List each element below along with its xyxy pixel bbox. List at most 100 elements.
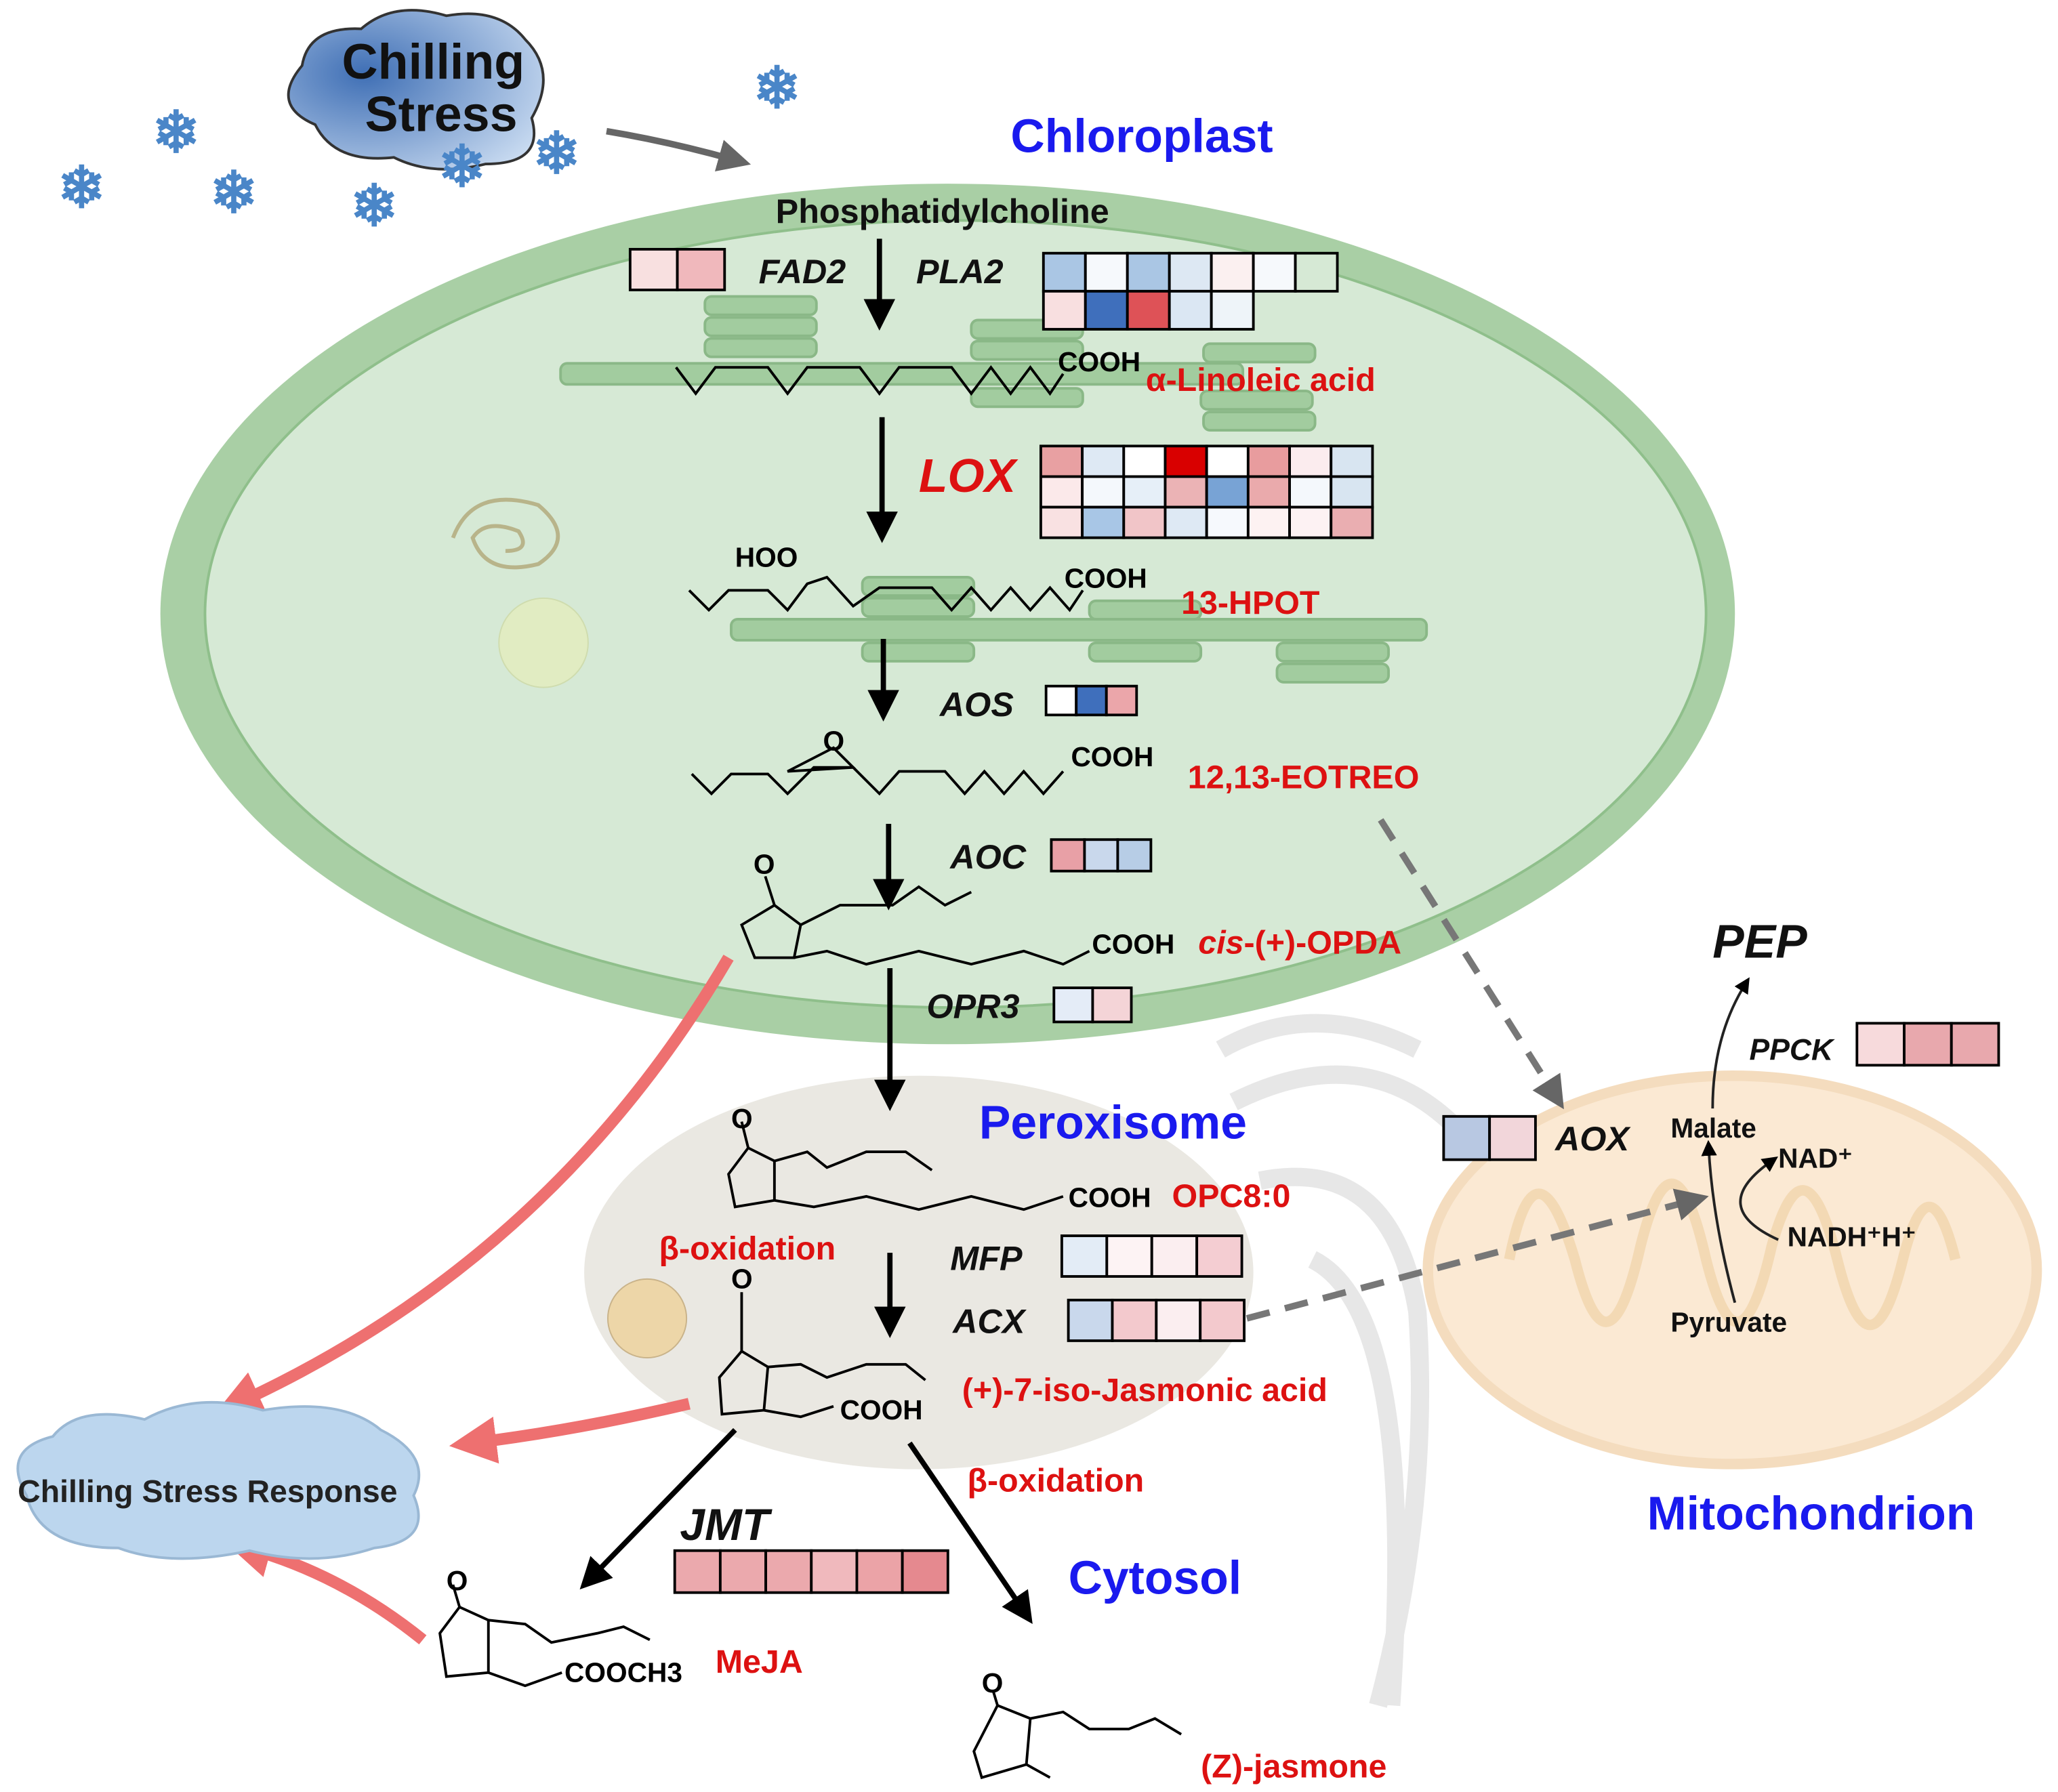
- opda-prefix: cis: [1198, 925, 1243, 961]
- phosphatidylcholine: Phosphatidylcholine: [776, 192, 1109, 230]
- heatmap-cell: [1288, 475, 1333, 509]
- gene-ppck: PPCK: [1750, 1034, 1836, 1067]
- heatmap-cell: [901, 1549, 949, 1594]
- heatmap-cell: [1042, 251, 1087, 293]
- expression-heatmaps: [628, 247, 2000, 1594]
- heatmap-cell: [1210, 251, 1255, 293]
- heatmap-cell: [1164, 475, 1208, 509]
- heatmap-cell: [1246, 444, 1291, 478]
- linoleic-cooh: COOH: [1058, 346, 1140, 377]
- heatmap-aoc: [1050, 838, 1153, 873]
- heatmap-cell: [1195, 1234, 1243, 1278]
- heatmap-cell: [1294, 251, 1339, 293]
- dashed-arrows: [1246, 818, 1709, 1322]
- chloroplast-label: Chloroplast: [1010, 110, 1273, 163]
- heatmap-cell: [1081, 505, 1126, 539]
- heatmap-cell: [1288, 505, 1333, 539]
- beta-oxidation-1: β-oxidation: [659, 1230, 836, 1267]
- chloroplast: [160, 184, 1735, 1045]
- heatmap-cell: [1126, 289, 1171, 331]
- gene-aos: AOS: [939, 685, 1014, 724]
- eotreo: 12,13-EOTREO: [1188, 759, 1420, 796]
- heatmap-ppck: [1855, 1022, 2000, 1067]
- heatmap-cell: [1122, 505, 1167, 539]
- pep: PEP: [1712, 915, 1807, 968]
- opda: cis-(+)-OPDA: [1198, 925, 1401, 961]
- gene-aox: AOX: [1554, 1119, 1631, 1158]
- eotreo-o: O: [823, 726, 844, 757]
- heatmap-cell: [1246, 505, 1291, 539]
- svg-text:❄: ❄: [753, 56, 801, 121]
- ja-o: O: [731, 1263, 753, 1294]
- heatmap-cell: [676, 247, 726, 291]
- svg-text:❄: ❄: [533, 122, 581, 186]
- heatmap-cell: [1168, 251, 1213, 293]
- heatmap-cell: [1164, 505, 1208, 539]
- stress-arrow: [606, 127, 752, 172]
- heatmap-cell: [1126, 251, 1171, 293]
- beta-oxidation-2: β-oxidation: [967, 1463, 1144, 1499]
- eotreo-cooh: COOH: [1071, 741, 1153, 772]
- heatmap-cell: [1442, 1114, 1491, 1161]
- gene-pla2: PLA2: [916, 252, 1004, 291]
- nad: NAD⁺: [1778, 1142, 1853, 1173]
- z-jasmone: (Z)-jasmone: [1201, 1749, 1386, 1785]
- heatmap-cell: [1164, 444, 1208, 478]
- heatmap-cell: [1155, 1298, 1202, 1342]
- chemical-structures: [438, 364, 1182, 1780]
- heatmap-cell: [1039, 475, 1084, 509]
- heatmap-cell: [1252, 251, 1297, 293]
- snowflake-icons: ❄❄❄❄❄❄❄: [58, 56, 802, 238]
- heatmap-cell: [1288, 444, 1333, 478]
- opc-o: O: [731, 1103, 753, 1134]
- heatmap-cell: [1205, 475, 1250, 509]
- heatmap-acx: [1067, 1298, 1246, 1342]
- heatmap-cell: [1084, 251, 1129, 293]
- opda-suffix: -(+)-OPDA: [1244, 925, 1402, 961]
- malate: Malate: [1670, 1112, 1756, 1144]
- heatmap-cell: [1168, 289, 1213, 331]
- opc8: OPC8:0: [1172, 1178, 1291, 1214]
- heatmap-cell: [1330, 444, 1374, 478]
- dna-icon: [451, 497, 560, 570]
- heatmap-cell: [1050, 838, 1086, 873]
- hpot-hoo: HOO: [735, 541, 798, 572]
- gene-mfp: MFP: [950, 1238, 1023, 1277]
- cytosol-label: Cytosol: [1069, 1551, 1242, 1604]
- heatmap-cell: [1039, 444, 1084, 478]
- heatmap-cell: [1044, 684, 1078, 717]
- heatmap-cell: [628, 247, 679, 291]
- heatmap-cell: [1039, 505, 1084, 539]
- heatmap-cell: [1060, 1234, 1109, 1278]
- meja-cooch3: COOCH3: [564, 1656, 682, 1688]
- svg-text:❄: ❄: [209, 161, 258, 226]
- heatmap-cell: [1330, 505, 1374, 539]
- svg-text:❄: ❄: [438, 135, 486, 199]
- heatmap-cell: [1042, 289, 1087, 331]
- heatmap-cell: [1083, 838, 1119, 873]
- heatmap-cell: [1150, 1234, 1199, 1278]
- heatmap-aox: [1442, 1114, 1537, 1161]
- golgi: [1216, 1014, 1464, 1708]
- peroxisome-label: Peroxisome: [979, 1096, 1247, 1149]
- heatmap-opr3: [1052, 986, 1133, 1024]
- heatmap-cell: [1199, 1298, 1246, 1342]
- mito-arrows: [1701, 977, 1779, 1304]
- heatmap-cell: [1116, 838, 1153, 873]
- heatmap-cell: [1081, 475, 1126, 509]
- opda-cooh: COOH: [1092, 929, 1174, 960]
- heatmap-cell: [1855, 1022, 1906, 1067]
- heatmap-cell: [1488, 1114, 1537, 1161]
- linoleic-acid: α-Linoleic acid: [1146, 362, 1376, 398]
- gene-aoc: AOC: [949, 837, 1026, 876]
- gene-jmt: JMT: [680, 1499, 772, 1549]
- heatmap-cell: [1091, 986, 1133, 1024]
- meja-o: O: [447, 1565, 468, 1596]
- heatmap-cell: [1950, 1022, 2000, 1067]
- heatmap-cell: [1084, 289, 1129, 331]
- chilling-stress-response-cloud: Chilling Stress Response: [16, 1400, 421, 1560]
- peroxisome: [584, 1075, 1254, 1470]
- meja: MeJA: [716, 1644, 803, 1680]
- opda-o: O: [754, 849, 775, 880]
